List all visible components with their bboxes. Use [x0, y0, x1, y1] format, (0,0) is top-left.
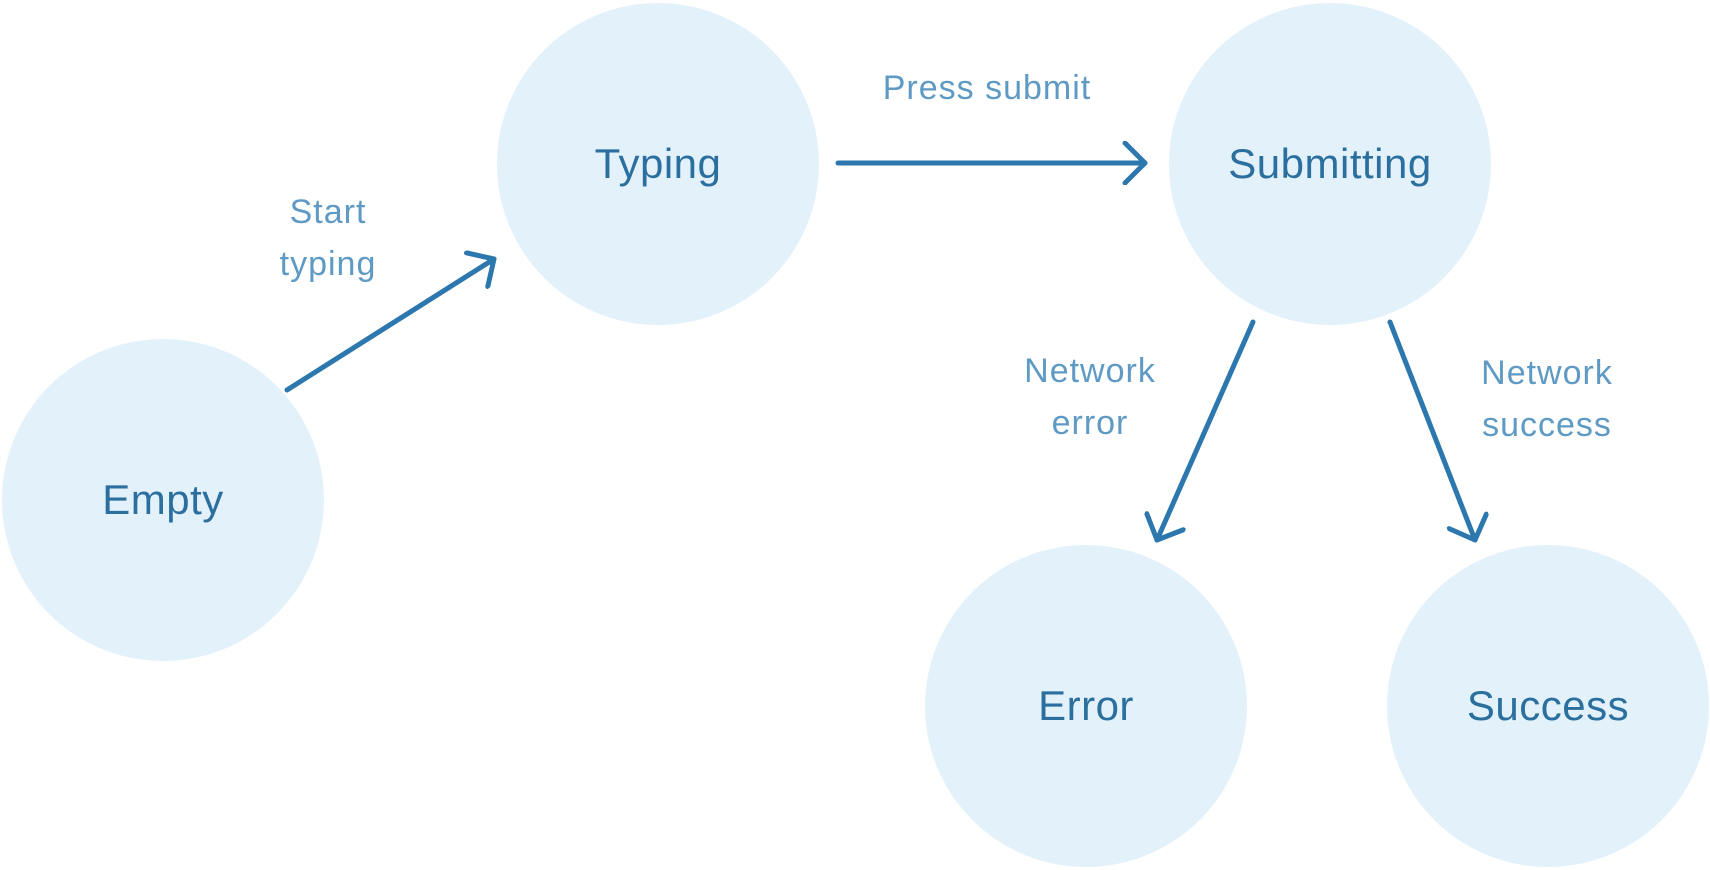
state-empty: Empty: [2, 339, 324, 661]
state-typing-label: Typing: [594, 140, 722, 187]
transition-label-press-submit: Press submit: [882, 69, 1092, 107]
state-submitting: Submitting: [1169, 3, 1491, 325]
arrow-empty-to-typing: [284, 259, 497, 393]
state-success-label: Success: [1466, 682, 1630, 729]
state-success: Success: [1387, 545, 1709, 867]
state-empty-label: Empty: [102, 476, 224, 523]
transition-label-start-typing: Start typing: [279, 193, 377, 283]
state-submitting-label: Submitting: [1228, 140, 1432, 187]
transition-label-network-error: Network error: [1024, 352, 1156, 442]
arrow-submitting-to-success: [1387, 319, 1475, 543]
state-typing: Typing: [497, 3, 819, 325]
transition-label-network-success: Network success: [1481, 354, 1613, 444]
state-error: Error: [925, 545, 1247, 867]
state-error-label: Error: [1038, 682, 1134, 729]
arrow-submitting-to-error: [1157, 319, 1256, 543]
